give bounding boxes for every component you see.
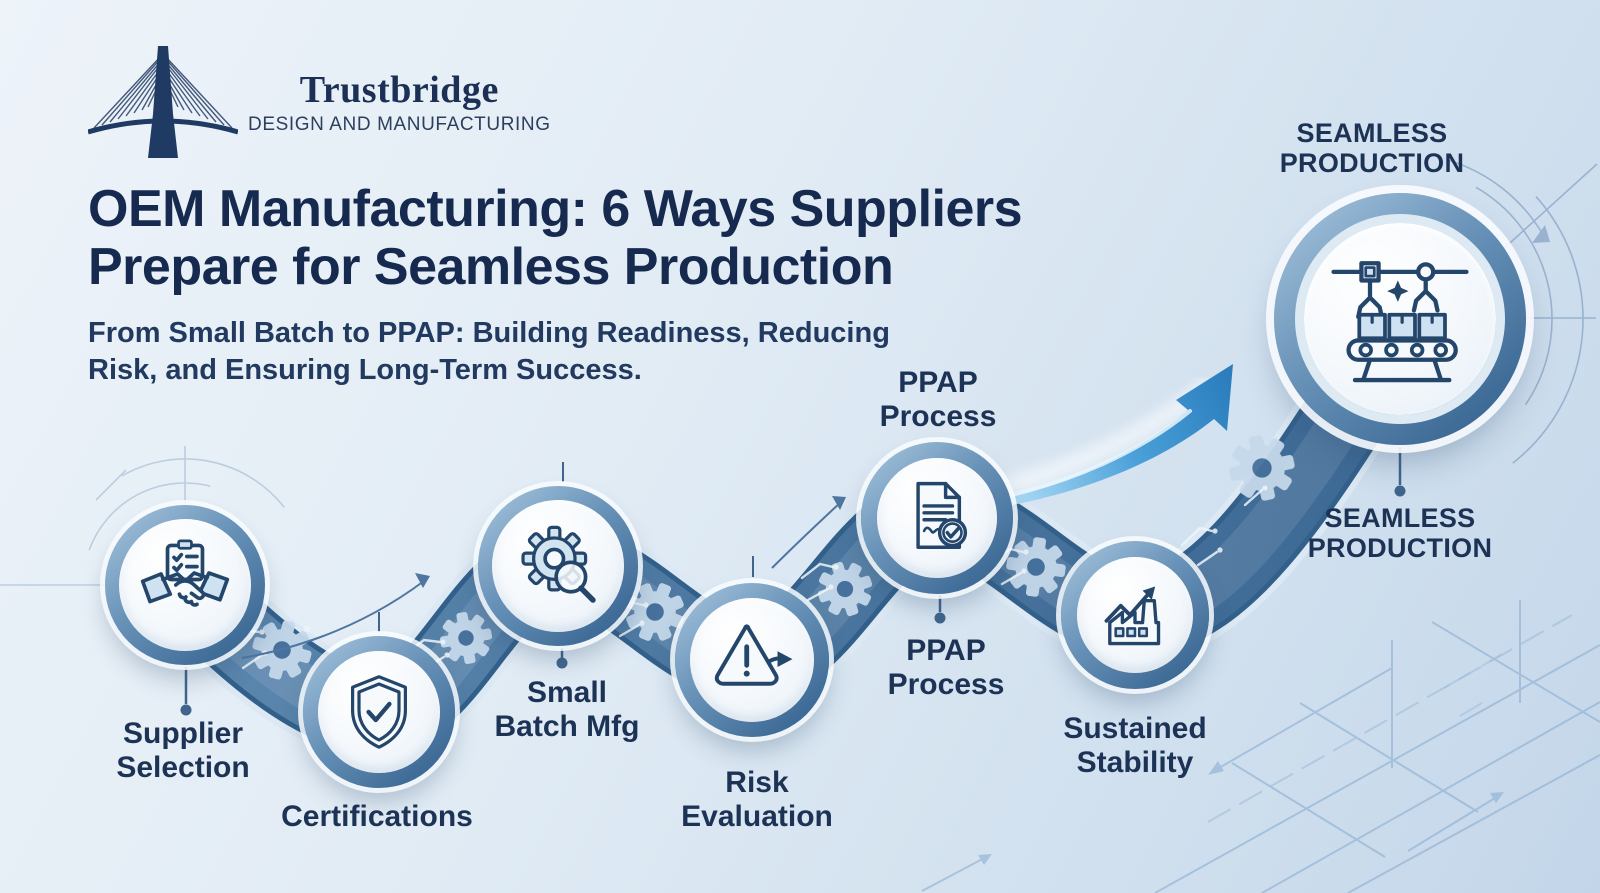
step-label-supplier-selection: Supplier Selection (116, 717, 250, 784)
step-label-seamless-production-below: SEAMLESS PRODUCTION (1307, 503, 1493, 564)
drafting-arcs-left (0, 446, 312, 712)
step-label-ppap-process-below: PPAP Process (887, 634, 1005, 701)
bridge-logo-icon (88, 46, 238, 158)
step-label-sustained-stability: Sustained Stability (1063, 712, 1207, 779)
page-title: OEM Manufacturing: 6 Ways Suppliers Prep… (88, 180, 1023, 297)
brand-tagline: DESIGN AND MANUFACTURING (248, 114, 551, 135)
blueprint-drawing (921, 600, 1600, 893)
thin-curve-arrows (241, 496, 846, 659)
step-label-certifications: Certifications (281, 800, 473, 833)
warning-arrow-icon (714, 624, 793, 686)
page-subtitle: From Small Batch to PPAP: Building Readi… (88, 317, 890, 386)
step-label-small-batch-mfg: Small Batch Mfg (494, 676, 640, 743)
step-node-supplier-selection (105, 505, 265, 665)
step-label-seamless-production-above: SEAMLESS PRODUCTION (1279, 118, 1465, 179)
step-node-risk-evaluation (675, 583, 829, 737)
step-node-sustained-stability (1061, 541, 1209, 689)
label-connectors (180, 447, 1406, 716)
brand-logo: Trustbridge DESIGN AND MANUFACTURING (88, 46, 551, 158)
step-node-seamless-production (1274, 193, 1526, 445)
step-node-small-batch-mfg (478, 486, 638, 646)
step-label-ppap-process-above: PPAP Process (879, 366, 997, 433)
document-check-icon (916, 481, 968, 549)
step-node-certifications (303, 636, 455, 788)
step-node-ppap-process (861, 442, 1013, 594)
factory-growth-icon (1104, 586, 1161, 646)
conveyor-robots-icon (1331, 261, 1469, 383)
handshake-clipboard-icon (140, 539, 230, 607)
shield-check-icon (351, 675, 407, 749)
drafting-arcs-right (1216, 135, 1598, 503)
gear-magnifier-icon (521, 525, 596, 603)
growth-arrow-graphic (986, 364, 1233, 508)
brand-name: Trustbridge (299, 69, 499, 111)
step-label-risk-evaluation: Risk Evaluation (681, 766, 833, 833)
